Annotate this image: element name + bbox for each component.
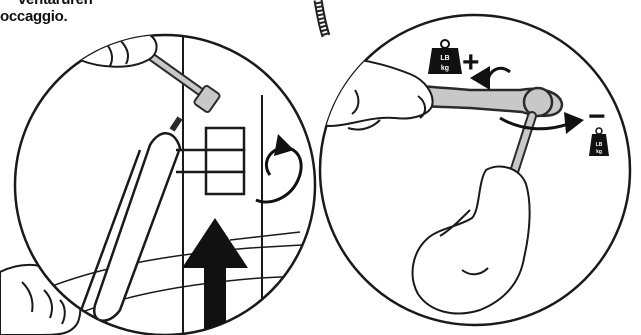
spring-cable xyxy=(313,0,331,38)
hand-lower xyxy=(411,165,531,315)
weight-label-top-small: LB xyxy=(596,142,603,148)
increase-weight-indicator: LB kg + xyxy=(428,39,480,79)
weight-icon: LB kg xyxy=(428,39,462,74)
caption-line-1: ventaruren xyxy=(18,0,93,8)
weight-icon-small: LB kg xyxy=(589,127,609,156)
plus-icon: + xyxy=(462,46,480,79)
minus-icon: − xyxy=(588,100,606,133)
decrease-weight-indicator: − LB kg xyxy=(588,100,609,156)
up-arrow-icon xyxy=(182,218,248,335)
left-detail-circle xyxy=(13,33,317,335)
rotate-clockwise-icon xyxy=(255,134,303,204)
adjust-rotation-arrow xyxy=(470,66,584,134)
hand-on-wrench xyxy=(38,35,158,68)
weight-label-bottom: kg xyxy=(441,65,449,72)
right-detail-circle xyxy=(318,13,632,327)
weight-label-top: LB xyxy=(440,55,449,62)
weight-label-bottom-small: kg xyxy=(596,149,602,155)
caption-line-2: occaggio. xyxy=(0,8,68,25)
